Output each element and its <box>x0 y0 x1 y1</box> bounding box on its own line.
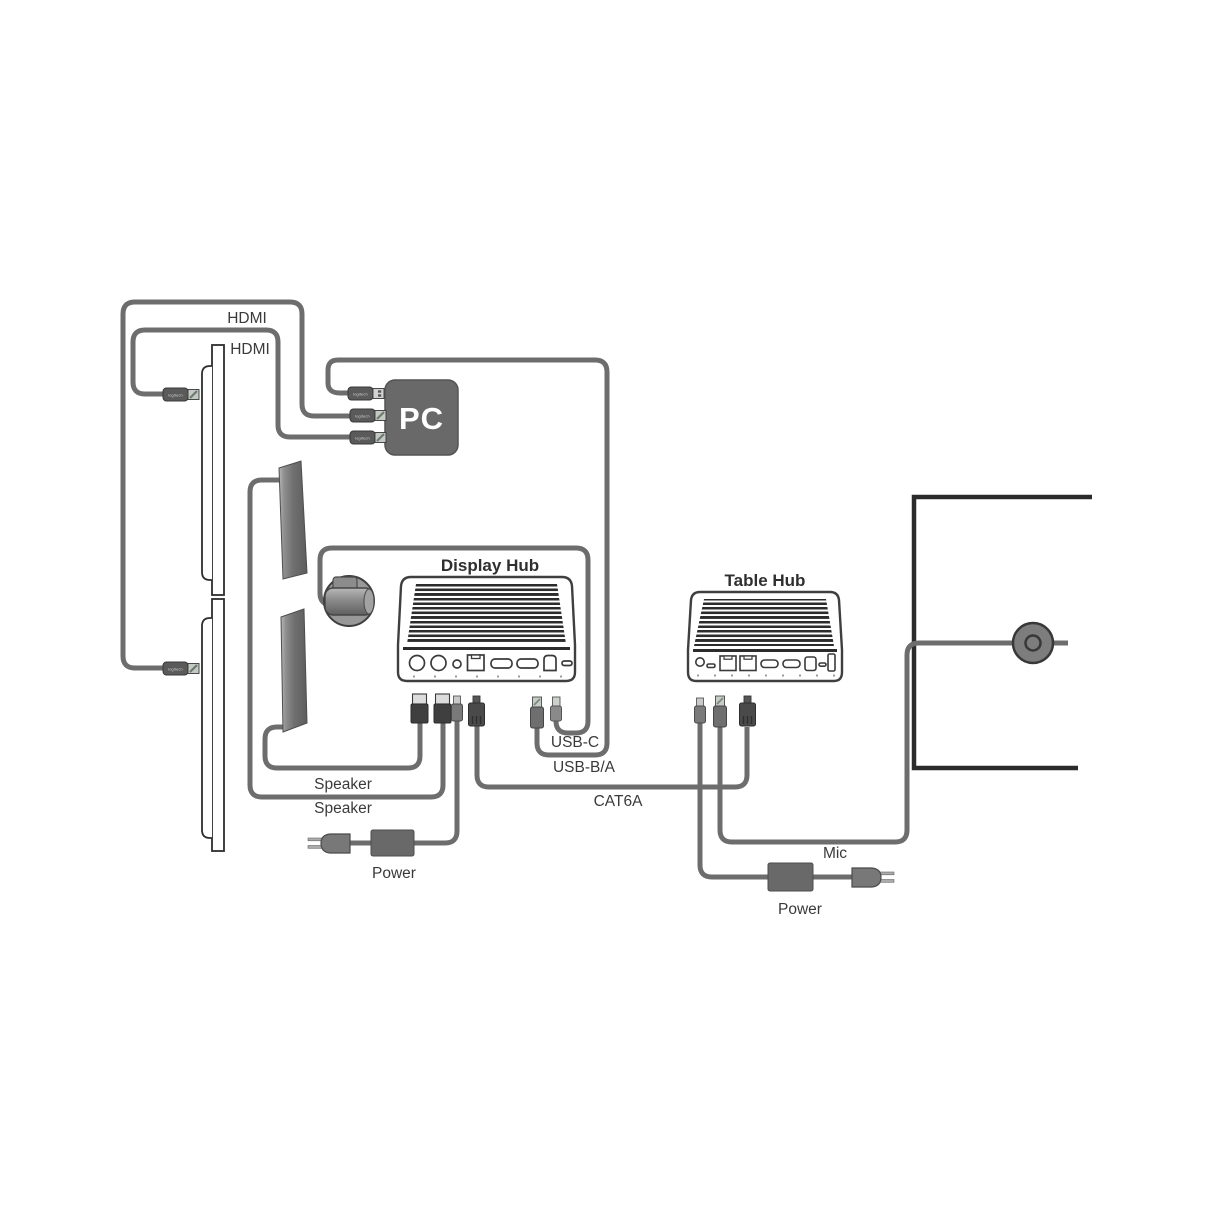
cat6a-cable <box>474 725 750 790</box>
label-speaker-2: Speaker <box>314 800 372 817</box>
usb-c-cable <box>317 545 591 736</box>
display-bottom-hdmi-plug <box>161 660 201 677</box>
cables <box>120 299 1068 880</box>
display-ethernet-plug <box>467 695 486 727</box>
mic-usb-plug <box>712 695 728 728</box>
label-usb-ba: USB-B/A <box>553 759 616 776</box>
speaker-plug-1 <box>410 693 429 724</box>
speaker-cable-top <box>247 477 446 800</box>
label-speaker-1: Speaker <box>314 776 372 793</box>
usb-ba-plug <box>529 696 545 729</box>
display-top-back-panel <box>201 365 212 581</box>
label-display-hub: Display Hub <box>441 556 539 575</box>
mic-cable <box>717 640 1068 845</box>
table-hub-vents <box>694 599 834 646</box>
table <box>911 494 1092 771</box>
label-table-hub: Table Hub <box>725 571 806 590</box>
display-top <box>201 344 225 596</box>
hdmi-cable-outer <box>120 299 352 671</box>
camera-icon <box>323 575 375 627</box>
wall-plug-left-icon <box>307 833 351 854</box>
pc-usb-plug <box>347 386 385 401</box>
display-bottom <box>201 598 225 852</box>
mic-pod-icon <box>1011 621 1055 665</box>
table-hub-ports <box>694 653 836 672</box>
label-mic: Mic <box>823 845 847 862</box>
label-hdmi-inner: HDMI <box>230 341 270 358</box>
display-bottom-back-panel <box>201 617 212 839</box>
pc-hdmi-plug-2 <box>348 429 388 446</box>
label-power-table: Power <box>778 901 822 918</box>
label-power-display: Power <box>372 865 416 882</box>
table-ethernet-plug <box>738 695 757 727</box>
label-hdmi-outer: HDMI <box>227 310 267 327</box>
table-power-plug <box>694 697 706 724</box>
wall-plug-right-icon <box>851 867 895 888</box>
usb-ba-cable <box>325 357 610 758</box>
label-cat6a: CAT6A <box>594 793 643 810</box>
pc-label: PC <box>399 401 444 436</box>
label-usb-c: USB-C <box>551 734 599 751</box>
speaker-cable-bottom <box>262 722 423 771</box>
table-power-cable <box>697 722 854 880</box>
display-hub-ports <box>408 654 573 672</box>
speaker-bottom-icon <box>280 608 308 733</box>
display-power-cable <box>349 720 460 846</box>
pc-hdmi-plug-1 <box>348 407 388 424</box>
display-hub <box>396 575 577 683</box>
usb-c-plug <box>550 696 562 722</box>
table-hub <box>686 590 844 683</box>
hdmi-cable-inner <box>130 327 352 440</box>
speaker-top-icon <box>278 460 308 580</box>
display-power-adapter <box>307 829 415 857</box>
speaker-plug-2 <box>433 693 452 724</box>
display-hub-vents <box>407 584 566 644</box>
pc-box: PC <box>384 379 459 456</box>
table-power-adapter <box>767 862 895 892</box>
display-power-plug <box>451 695 463 722</box>
display-top-hdmi-plug <box>161 386 201 403</box>
